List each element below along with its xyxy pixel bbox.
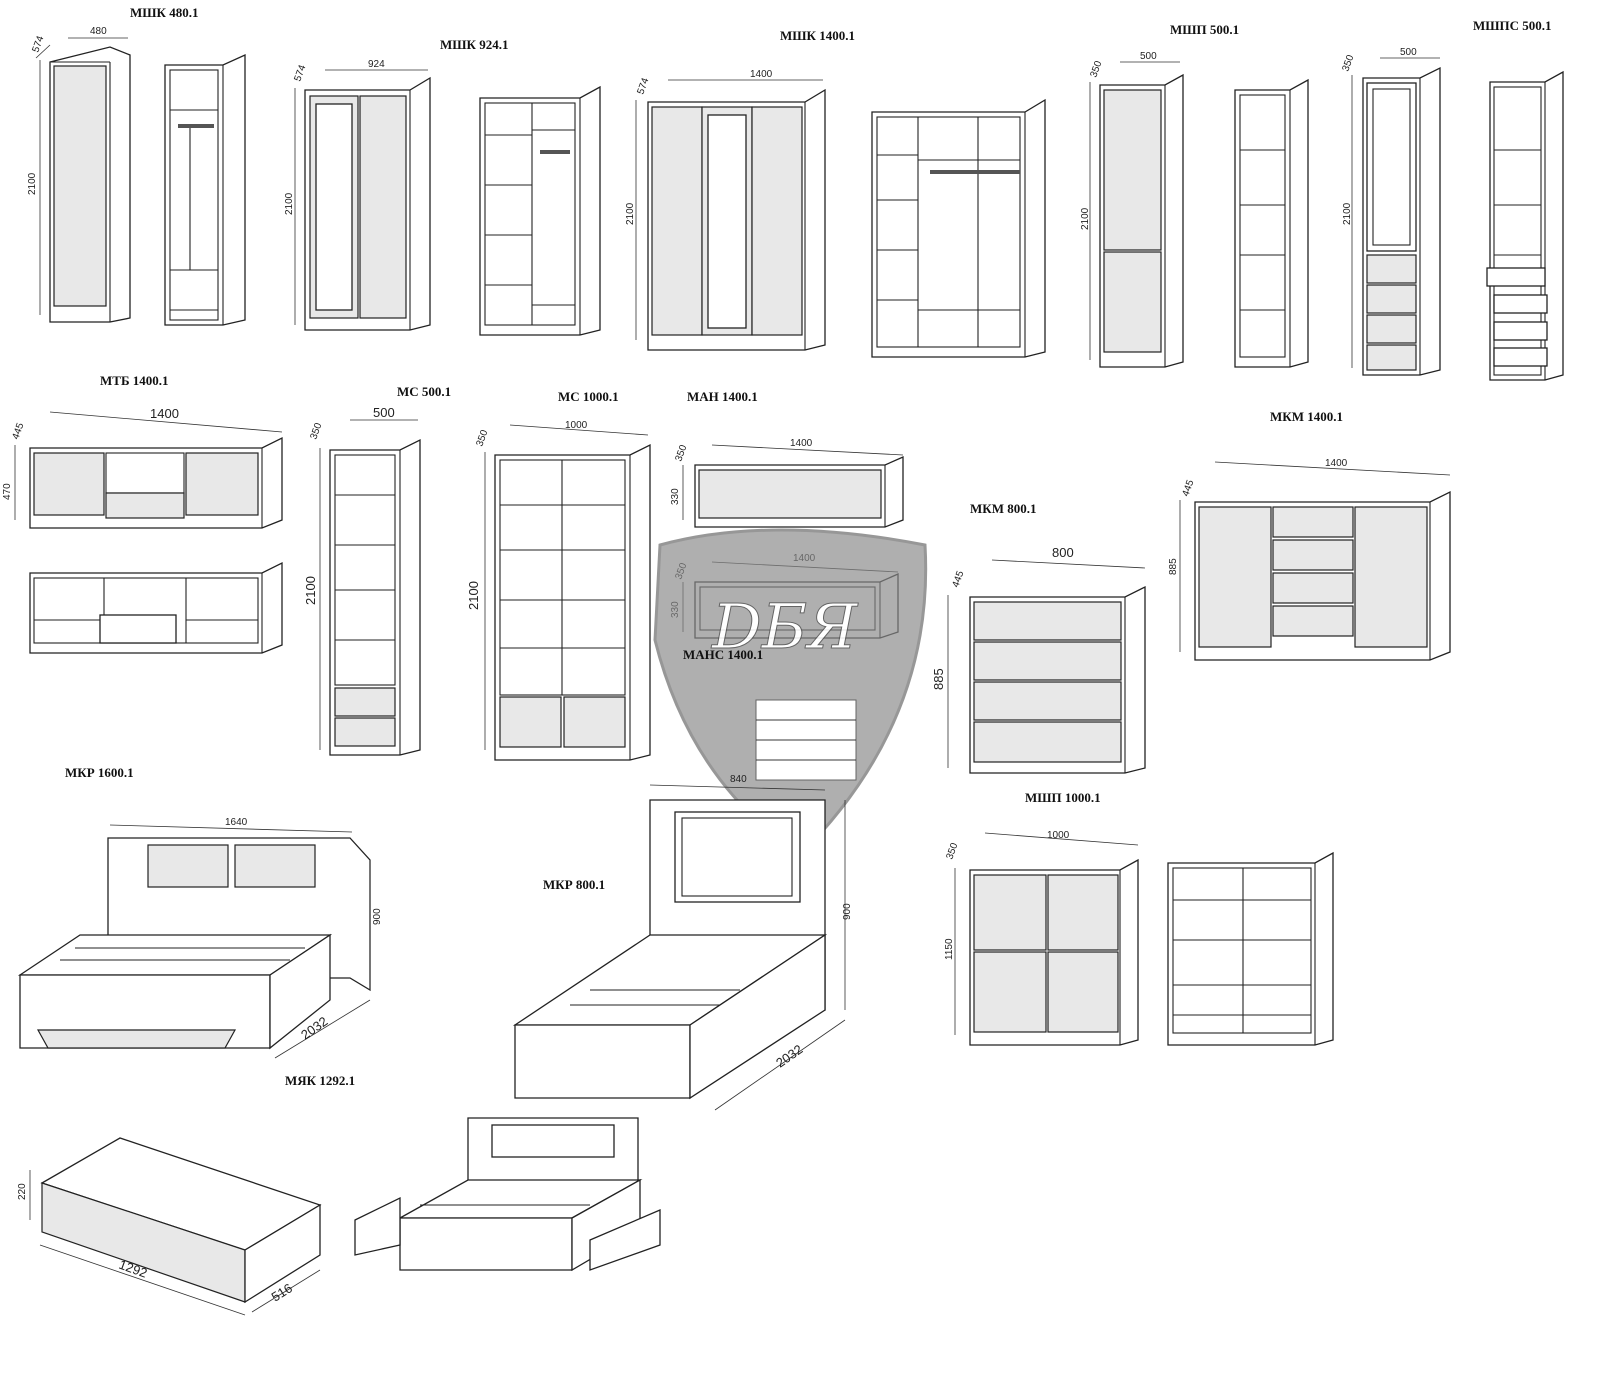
mshk924-closed <box>294 69 431 331</box>
mshps500-closed <box>1351 57 1441 376</box>
dim-2100-c: 2100 <box>625 202 636 225</box>
dim-1400-a: 1400 <box>750 69 773 80</box>
man1400 <box>682 444 904 528</box>
mshk480-closed <box>35 37 131 323</box>
dim-350-c: 350 <box>308 421 324 441</box>
dim-2100-b: 2100 <box>284 192 295 215</box>
dim-1400-b: 1400 <box>150 406 179 421</box>
dim-1000-b: 1000 <box>1047 830 1070 841</box>
title-mshp500: МШП 500.1 <box>1170 22 1240 37</box>
dim-2100-f: 2100 <box>303 576 318 605</box>
mshp500-open <box>1234 78 1309 368</box>
dim-574-a: 574 <box>30 34 46 54</box>
dim-445-b: 445 <box>950 569 966 589</box>
dim-900-a: 900 <box>372 908 383 925</box>
title-man1400: МАН 1400.1 <box>687 389 758 404</box>
dim-350-b: 350 <box>1340 53 1356 73</box>
dim-350-g: 350 <box>944 841 960 861</box>
title-mshk1400: МШК 1400.1 <box>780 28 855 43</box>
myak1292-drawer <box>29 1137 322 1316</box>
dim-2100-e: 2100 <box>1342 202 1353 225</box>
title-myak1292: МЯК 1292.1 <box>285 1073 356 1088</box>
title-mans1400: МАНС 1400.1 <box>683 647 764 662</box>
dim-885-a: 885 <box>931 668 946 690</box>
dim-500-a: 500 <box>1140 51 1157 62</box>
dim-445-c: 445 <box>1180 478 1196 498</box>
mshk480-open <box>164 53 246 326</box>
dim-350-e: 350 <box>673 443 689 463</box>
dim-220: 220 <box>17 1183 28 1200</box>
dim-900-b: 900 <box>842 903 853 920</box>
logo-text: DБЯ <box>711 590 859 663</box>
dim-2100-a: 2100 <box>27 172 38 195</box>
title-mtb1400: МТБ 1400.1 <box>100 373 169 388</box>
ms500 <box>319 419 421 756</box>
dim-1400-c: 1400 <box>790 438 813 449</box>
dim-1400-e: 1400 <box>1325 458 1348 469</box>
dim-924: 924 <box>368 59 385 70</box>
dim-574-b: 574 <box>292 63 308 83</box>
title-mkr800: МКР 800.1 <box>543 877 606 892</box>
mkm800 <box>947 559 1146 774</box>
title-mshk924: МШК 924.1 <box>440 37 509 52</box>
dim-480: 480 <box>90 26 107 37</box>
dim-350-d: 350 <box>474 428 490 448</box>
dim-350-a: 350 <box>1088 59 1104 79</box>
dim-445-a: 445 <box>10 421 26 441</box>
title-mshp1000: МШП 1000.1 <box>1025 790 1101 805</box>
dim-800: 800 <box>1052 545 1074 560</box>
title-mshk480: МШК 480.1 <box>130 5 199 20</box>
title-mkr1600: МКР 1600.1 <box>65 765 134 780</box>
dim-330-a: 330 <box>670 488 681 505</box>
mshp1000-closed <box>954 832 1139 1046</box>
dim-470: 470 <box>2 483 13 500</box>
dim-2100-g: 2100 <box>466 581 481 610</box>
brand-shield-logo: DБЯ <box>653 528 928 857</box>
dim-1000-a: 1000 <box>565 420 588 431</box>
dim-885-b: 885 <box>1168 558 1179 575</box>
ms1000 <box>484 424 651 761</box>
title-mshps500: МШПС 500.1 <box>1473 18 1552 33</box>
dim-500-b: 500 <box>1400 47 1417 58</box>
mtb1400-closed <box>14 411 283 529</box>
dim-2100-d: 2100 <box>1080 207 1091 230</box>
mkr1600-bed-with-drawers <box>354 1117 661 1272</box>
mkm1400 <box>1179 461 1451 661</box>
mtb1400-open <box>29 561 283 654</box>
title-ms500: МС 500.1 <box>397 384 452 399</box>
mshps500-open <box>1486 70 1564 381</box>
mshk1400-open <box>871 98 1046 358</box>
mshp500-closed <box>1089 61 1184 368</box>
title-mkm1400: МКМ 1400.1 <box>1270 409 1343 424</box>
mkr800-bed <box>512 784 846 1111</box>
dim-574-c: 574 <box>635 76 651 96</box>
dim-2032-b: 2032 <box>773 1042 805 1071</box>
mshk1400-closed <box>635 79 826 351</box>
mkr1600-bed <box>17 824 371 1059</box>
title-mkm800: МКМ 800.1 <box>970 501 1037 516</box>
dim-1150: 1150 <box>944 938 955 960</box>
mshk924-open <box>479 85 601 336</box>
mshp1000-open <box>1167 851 1334 1046</box>
dim-500-c: 500 <box>373 405 395 420</box>
dim-1640: 1640 <box>225 817 248 828</box>
title-ms1000: МС 1000.1 <box>558 389 619 404</box>
dim-840: 840 <box>730 774 747 785</box>
